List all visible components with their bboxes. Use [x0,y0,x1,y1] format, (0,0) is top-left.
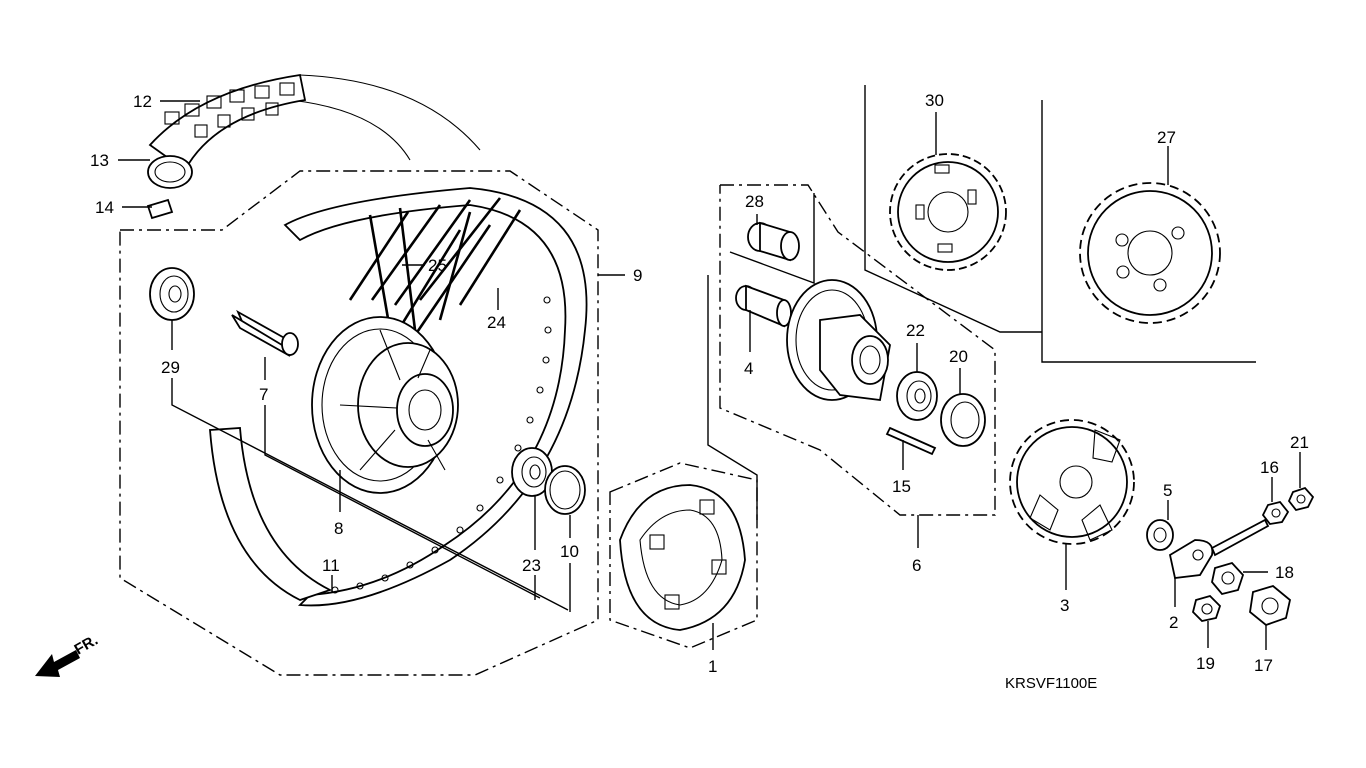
callout-21: 21 [1290,433,1309,452]
rim-band-14 [146,198,174,220]
spokes-24-25 [348,197,522,361]
bearing-23 [511,447,553,497]
callout-18: 18 [1275,563,1294,582]
callout-16: 16 [1260,458,1279,477]
callout-13: 13 [90,151,109,170]
hub-8 [311,316,459,494]
damper-group-outline [609,462,758,649]
leader-lines [118,100,1301,650]
sprocket-3 [1009,419,1135,545]
callout-23: 23 [522,556,541,575]
wheel-group-outline [119,170,599,676]
front-direction-arrow: FR. [35,632,101,677]
chain-adjuster-2 [1168,518,1270,579]
oil-seal-10 [544,465,586,515]
wheel-damper-1 [619,484,746,631]
callout-1: 1 [708,657,717,676]
callout-17: 17 [1254,656,1273,675]
collar-4 [735,284,792,328]
tube-13 [147,155,193,189]
callout-12: 12 [133,92,152,111]
callout-4: 4 [744,359,753,378]
callout-20: 20 [949,347,968,366]
nut-19 [1192,594,1222,622]
callout-28: 28 [745,192,764,211]
callout-27: 27 [1157,128,1176,147]
callout-10: 10 [560,542,579,561]
callout-25: 25 [428,256,447,275]
callout-7: 7 [259,385,268,404]
callout-9: 9 [633,266,642,285]
stud-bolt-15 [885,426,937,456]
final-driven-flange-6 [786,279,891,401]
callout-29: 29 [161,358,180,377]
callout-14: 14 [95,198,114,217]
sprocket-27 [1079,182,1221,324]
bushing-28 [747,221,800,262]
sprocket-30-box [864,85,1042,333]
callout-11: 11 [322,556,340,575]
nut-16 [1261,500,1290,525]
oil-seal-20 [940,393,986,447]
callout-15: 15 [892,477,911,496]
hub-group-outline [719,184,996,516]
bushing-28-box [729,193,815,285]
bearing-22 [896,371,938,421]
nut-21 [1287,486,1315,512]
tire-12 [148,73,481,172]
distance-collar-7 [231,309,299,357]
callout-5: 5 [1163,481,1172,500]
sprocket-30 [889,153,1007,271]
callout-3: 3 [1060,596,1069,615]
sprocket-27-box [1041,100,1256,363]
nut-18 [1211,561,1245,596]
callout-19: 19 [1196,654,1215,673]
callout-2: 2 [1169,613,1178,632]
bearing-29 [149,267,195,321]
callout-8: 8 [334,519,343,538]
callout-24: 24 [487,313,506,332]
collar-5 [1146,519,1174,551]
hub-subgroup-outline [707,275,758,520]
callout-30: 30 [925,91,944,110]
callout-22: 22 [906,321,925,340]
diagram-code: KRSVF1100E [1005,675,1097,692]
nut-17 [1249,584,1291,627]
rim-9 [209,187,588,607]
callout-6: 6 [912,556,921,575]
